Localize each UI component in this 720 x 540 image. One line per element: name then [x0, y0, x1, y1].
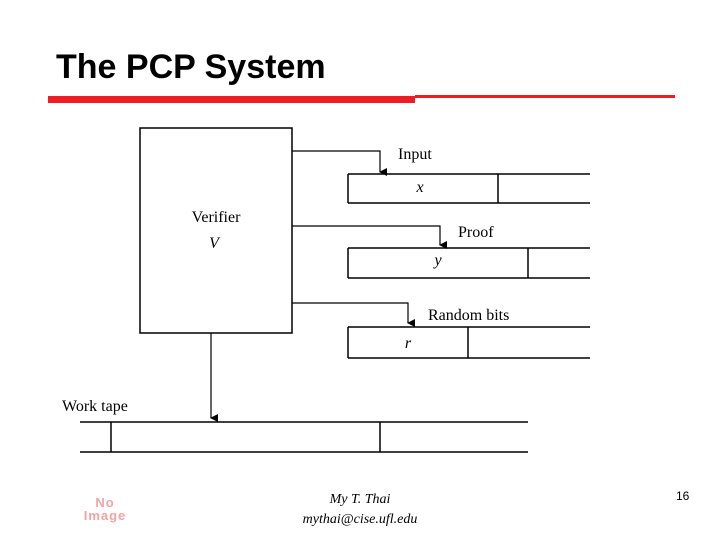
proof-tape-label: Proof — [458, 224, 494, 241]
verifier-label: Verifier — [192, 209, 242, 226]
footer-author: My T. Thai — [329, 492, 391, 507]
input-tape-label: Input — [398, 146, 432, 163]
verifier-symbol: V — [209, 235, 221, 252]
random-bits-tape-symbol: r — [405, 335, 412, 352]
page-number: 16 — [676, 489, 690, 503]
verifier-box — [139, 127, 293, 334]
input-tape — [347, 173, 590, 204]
slide-title: The PCP System — [56, 48, 326, 86]
title-underline-thin — [415, 95, 675, 98]
footer-email: mythai@cise.ufl.edu — [302, 512, 418, 527]
proof-tape-symbol: y — [432, 252, 442, 269]
footer: My T. Thai mythai@cise.ufl.edu — [230, 490, 490, 530]
work-tape — [80, 421, 528, 453]
random-bits-connector-line — [292, 302, 415, 327]
input-connector-line — [292, 150, 387, 176]
random-bits-tape — [347, 326, 590, 359]
no-image-placeholder: No Image — [83, 495, 127, 523]
proof-connector-line — [292, 225, 447, 249]
proof-tape — [347, 247, 590, 279]
random-bits-tape-label: Random bits — [428, 307, 509, 324]
work-tape-label: Work tape — [62, 398, 128, 415]
input-tape-symbol: x — [415, 179, 423, 196]
title-underline-thick — [48, 96, 415, 103]
